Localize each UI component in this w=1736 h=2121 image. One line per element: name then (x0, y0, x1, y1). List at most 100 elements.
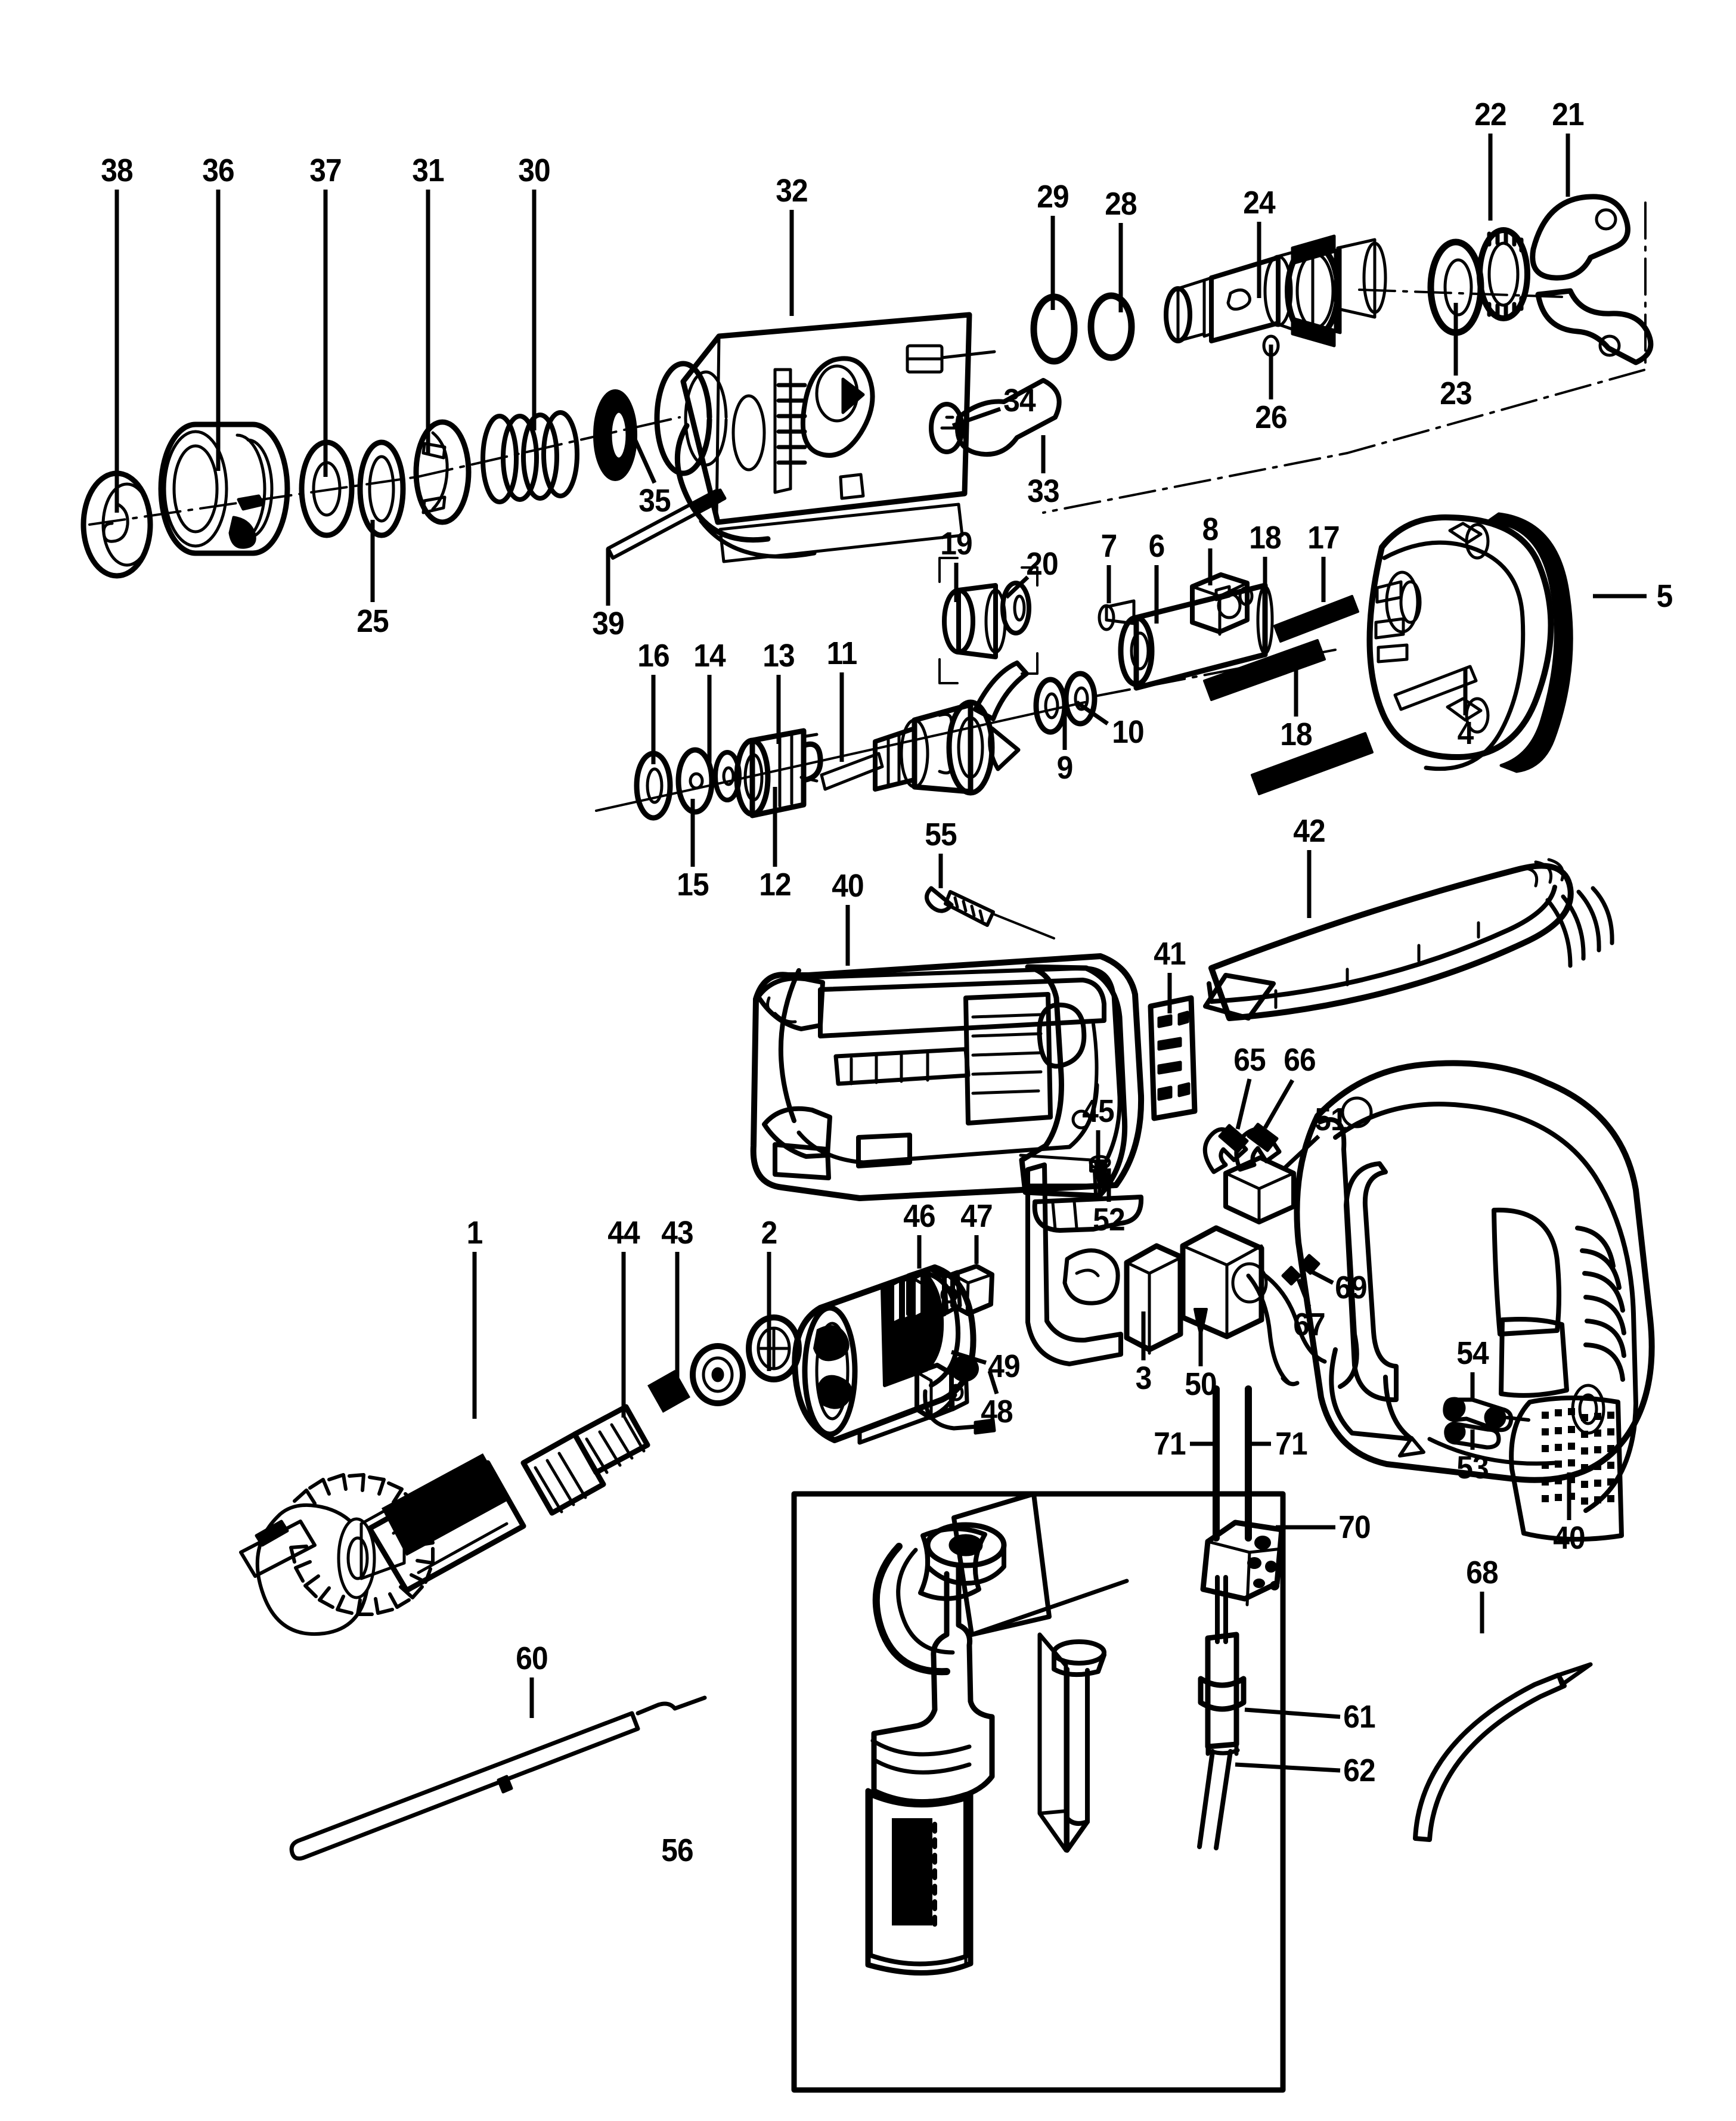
callout-number-9: 9 (1056, 750, 1074, 786)
callout-number-54: 54 (1456, 1335, 1489, 1371)
part-18-screw-a (1203, 639, 1326, 701)
part-2-field (792, 1264, 976, 1445)
part-22-needle-bearing (1477, 227, 1530, 321)
callout-number-52: 52 (1093, 1202, 1125, 1238)
inset-detail-box (791, 1491, 1286, 2093)
part-52-trigger (1025, 1162, 1123, 1366)
callout-number-34: 34 (1003, 383, 1036, 418)
callout-number-38: 38 (101, 153, 133, 188)
part-13-circlip (799, 733, 823, 783)
callout-number-51: 51 (1315, 1102, 1347, 1137)
callout-number-49: 49 (988, 1348, 1020, 1384)
part-42-cover (1203, 858, 1614, 1021)
callout-number-61: 61 (1343, 1699, 1375, 1735)
callout-number-26: 26 (1255, 399, 1287, 435)
callout-number-14: 14 (693, 638, 726, 674)
callout-number-71a: 71 (1154, 1426, 1186, 1462)
callout-number-41: 41 (1154, 936, 1186, 972)
callout-number-46: 46 (903, 1198, 935, 1234)
part-39-pin (606, 488, 727, 560)
part-44-bearing (690, 1343, 746, 1406)
part-25-ring (357, 439, 406, 538)
callout-number-30: 30 (518, 153, 550, 188)
callout-number-10: 10 (1112, 714, 1144, 750)
part-40-housing-left (750, 953, 1145, 1233)
callout-number-13: 13 (762, 638, 795, 674)
callout-number-66: 66 (1284, 1042, 1316, 1078)
callout-number-69: 69 (1335, 1270, 1367, 1306)
part-8-bearing-block (1190, 572, 1250, 636)
part-21-yoke (1530, 194, 1654, 365)
callout-number-25: 25 (356, 603, 389, 639)
part-41-plate (1148, 995, 1198, 1121)
callout-number-44: 44 (607, 1215, 640, 1251)
part-68-cable-tie (1413, 1662, 1593, 1842)
callout-number-40: 40 (832, 868, 864, 904)
part-71-leads (1213, 1385, 1252, 1542)
part-62-power-cord (1197, 1749, 1233, 1850)
callout-number-3: 3 (1135, 1360, 1152, 1396)
part-36-collar (158, 421, 290, 556)
callout-number-16: 16 (637, 638, 669, 674)
callout-number-47: 47 (960, 1198, 993, 1234)
part-35-retainer (593, 389, 637, 481)
callout-number-60: 60 (516, 1641, 548, 1676)
callout-number-17: 17 (1307, 520, 1340, 556)
part-11-clutch (820, 661, 1029, 796)
callout-number-4: 4 (1457, 715, 1474, 751)
part-1-armature (239, 1370, 690, 1636)
part-67-wire (1246, 1266, 1301, 1387)
callout-number-12: 12 (759, 867, 791, 903)
part-3-capacitor (1124, 1243, 1183, 1355)
callout-number-53: 53 (1456, 1450, 1489, 1486)
part-60-depth-rod (289, 1695, 707, 1861)
part-45-screw (1089, 1159, 1107, 1196)
callout-number-23: 23 (1440, 376, 1472, 411)
callout-number-5: 5 (1656, 578, 1673, 614)
callout-number-18b: 18 (1280, 717, 1312, 752)
part-24-spindle (1164, 234, 1387, 357)
callout-number-43: 43 (661, 1215, 693, 1251)
callout-number-56: 56 (661, 1832, 693, 1868)
callout-number-11: 11 (826, 635, 858, 671)
part-55-screw (925, 886, 1055, 939)
part-61-cord-protector (1198, 1575, 1247, 1756)
part-17-screw (1273, 595, 1359, 643)
part-51-switch (1180, 1155, 1296, 1339)
callout-number-8: 8 (1202, 511, 1219, 547)
callout-number-39: 39 (592, 606, 624, 641)
callout-number-37: 37 (309, 153, 342, 188)
part-40-housing-right (1294, 1060, 1655, 1542)
callout-number-19: 19 (940, 526, 972, 562)
callout-number-42: 42 (1293, 813, 1325, 849)
part-47-carbon-brush (950, 1264, 994, 1316)
callout-number-21: 21 (1552, 97, 1584, 132)
callout-number-35: 35 (638, 483, 671, 519)
callout-number-50: 50 (1185, 1366, 1217, 1402)
part-14-washer (675, 747, 715, 815)
callout-number-31: 31 (412, 153, 444, 188)
callout-number-68: 68 (1466, 1555, 1498, 1590)
callout-number-7: 7 (1100, 528, 1118, 564)
part-18-screw-b (1251, 732, 1374, 795)
callout-number-28: 28 (1105, 186, 1137, 222)
part-4-gear-housing (1366, 514, 1554, 771)
callout-number-6: 6 (1148, 528, 1165, 564)
part-34-selector (929, 378, 1062, 457)
callout-number-32: 32 (776, 173, 808, 209)
callout-number-71b: 71 (1275, 1426, 1307, 1462)
callout-number-20: 20 (1026, 546, 1058, 582)
callout-number-45: 45 (1082, 1093, 1114, 1129)
callout-number-24: 24 (1243, 185, 1275, 221)
part-66-terminal (1234, 1122, 1282, 1172)
callout-number-70: 70 (1338, 1509, 1371, 1545)
callout-number-29: 29 (1037, 179, 1069, 215)
part-43-bearing-cup (746, 1314, 802, 1382)
callout-number-40b: 40 (1553, 1520, 1585, 1556)
callout-number-22: 22 (1474, 97, 1506, 132)
callout-number-65: 65 (1233, 1042, 1266, 1078)
callout-number-55: 55 (925, 817, 957, 852)
callout-number-1: 1 (466, 1215, 483, 1251)
